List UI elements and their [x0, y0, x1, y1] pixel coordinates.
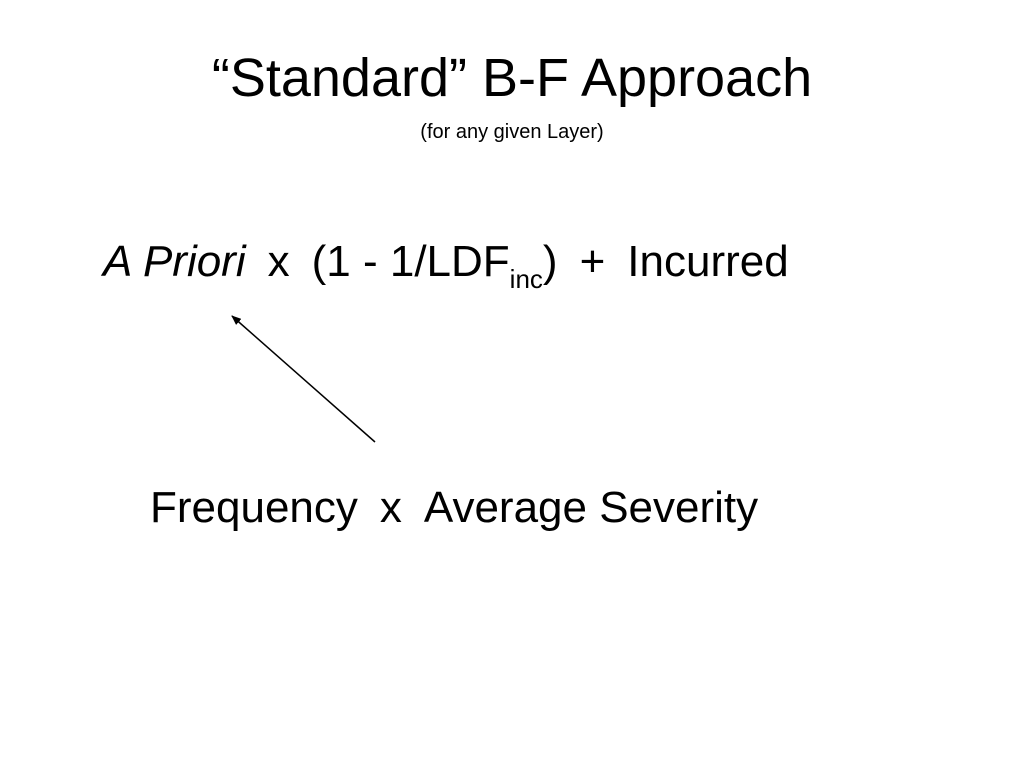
slide-subtitle: (for any given Layer)	[420, 121, 604, 143]
formula-times: x	[267, 237, 290, 286]
slide-title: “Standard” B-F Approach	[211, 48, 813, 108]
formula-a-priori: A Priori	[103, 237, 246, 286]
formula: A Priori x (1 - 1/LDFinc) + Incurred	[103, 236, 789, 295]
bottom-expression: Frequency x Average Severity	[150, 482, 758, 535]
bottom-times: x	[379, 483, 402, 532]
formula-paren-close: )	[542, 237, 558, 286]
bottom-severity: Average Severity	[423, 483, 759, 532]
bottom-frequency: Frequency	[150, 483, 358, 532]
formula-paren-open: (1 - 1/LDF	[311, 237, 510, 286]
formula-plus: +	[579, 237, 606, 286]
formula-subscript: inc	[509, 264, 543, 294]
arrow-line	[231, 315, 376, 443]
formula-incurred: Incurred	[627, 237, 789, 286]
